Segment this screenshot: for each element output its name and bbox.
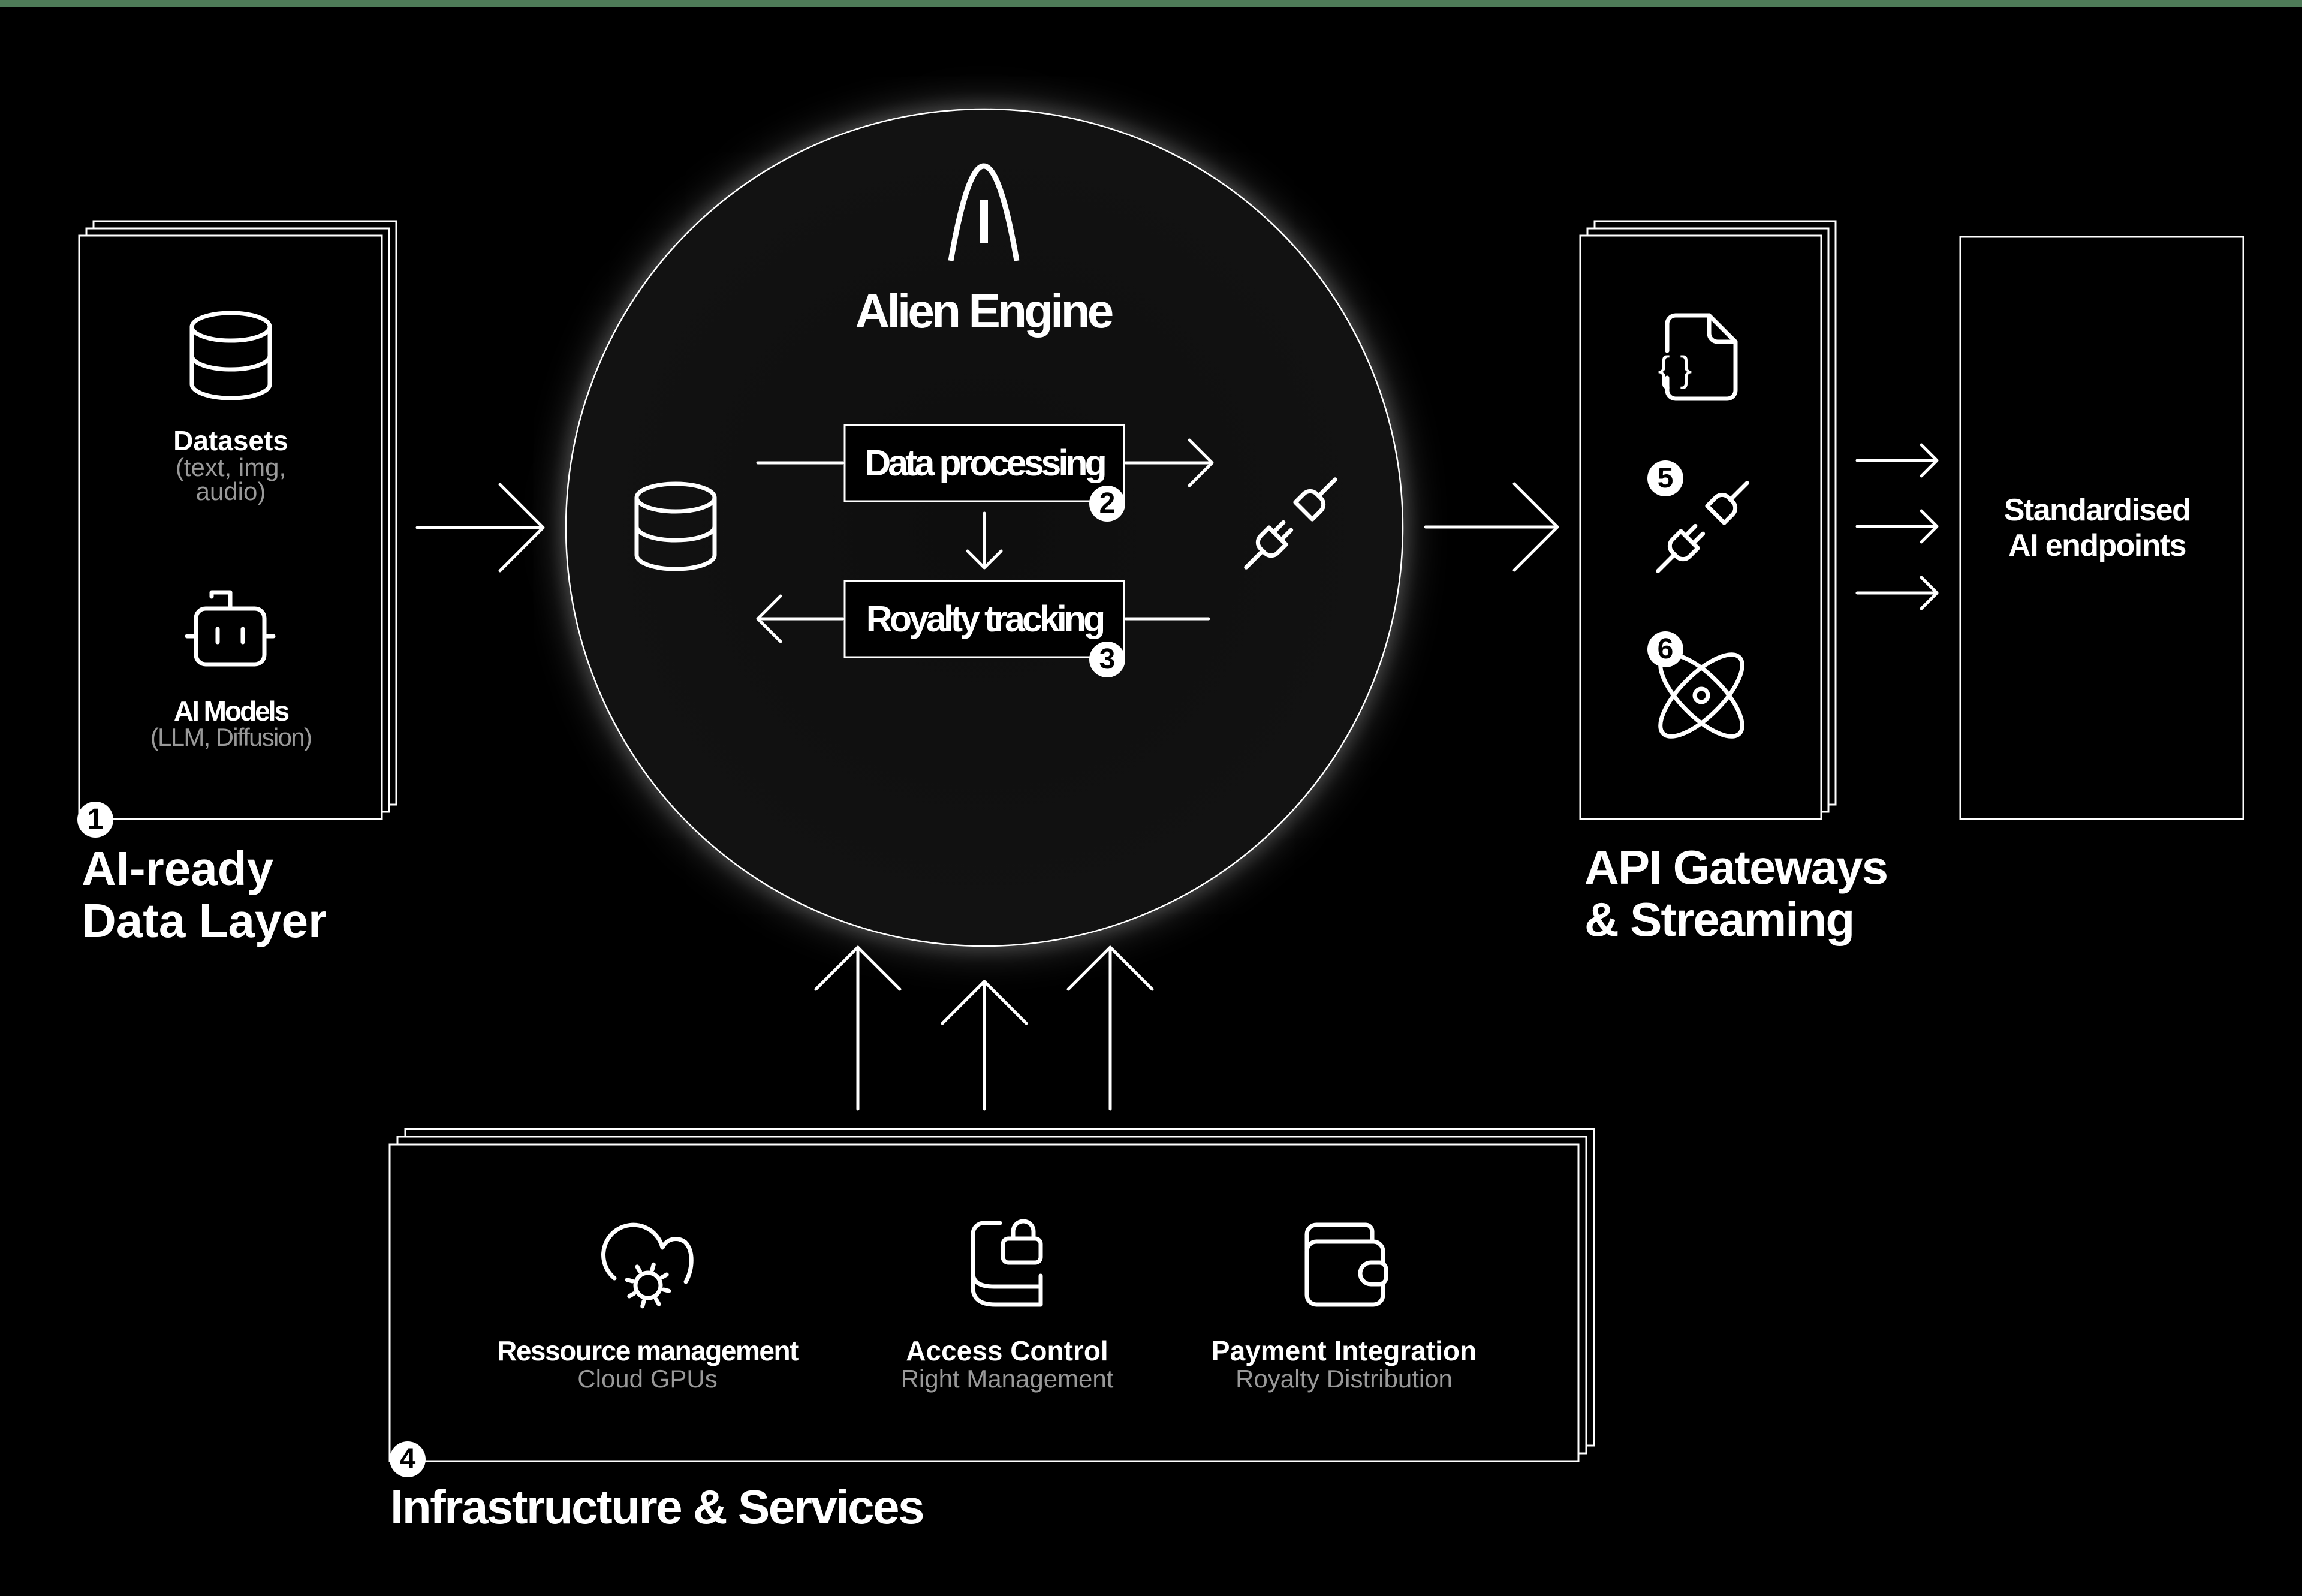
svg-text:{ }: { } bbox=[1658, 349, 1692, 389]
